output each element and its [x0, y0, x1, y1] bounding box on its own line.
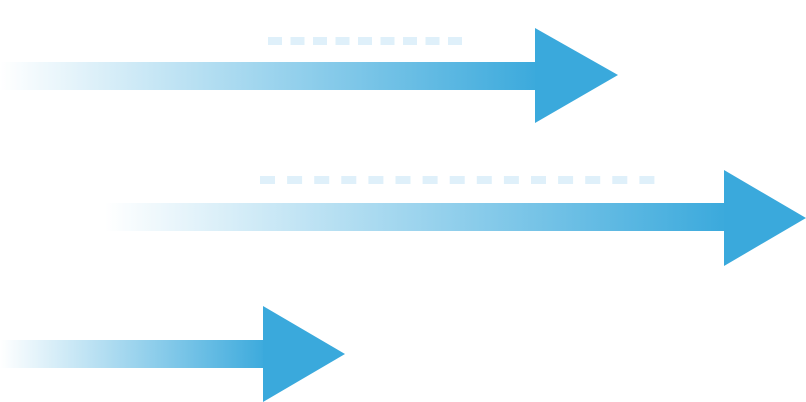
arrow-bottom — [0, 306, 345, 402]
arrow-middle — [105, 170, 806, 266]
dash-segment — [380, 37, 395, 45]
dash-segment — [287, 176, 303, 184]
dash-segment — [341, 176, 357, 184]
dash-segment — [335, 37, 350, 45]
dash-segment — [503, 176, 519, 184]
dash-segment — [368, 176, 384, 184]
dash-segment — [268, 37, 282, 45]
arrow-middle-shaft — [105, 203, 728, 231]
dash-segment — [585, 176, 601, 184]
dash-segment — [558, 176, 574, 184]
dash-segment — [403, 37, 417, 45]
dash-segment — [395, 176, 411, 184]
arrow-middle-head — [724, 170, 806, 266]
dash-segment — [358, 37, 372, 45]
arrow-top — [0, 28, 618, 123]
dash-segment — [449, 176, 465, 184]
dash-segment — [612, 176, 628, 184]
dash-segment — [476, 176, 492, 184]
arrow-bottom-head — [263, 306, 345, 402]
dash-segment — [531, 176, 546, 184]
arrow-top-shaft — [0, 62, 540, 90]
dash-segment — [260, 176, 275, 184]
dash-line-middle — [260, 176, 655, 184]
arrow-top-head — [535, 28, 618, 123]
dash-line-top — [268, 37, 462, 45]
dash-segment — [639, 176, 655, 184]
arrow-bottom-shaft — [0, 340, 268, 368]
dash-segment — [313, 37, 327, 45]
dash-segment — [425, 37, 440, 45]
dash-segment — [290, 37, 305, 45]
dash-segment — [314, 176, 330, 184]
dash-segment — [422, 176, 438, 184]
dash-segment — [448, 37, 462, 45]
